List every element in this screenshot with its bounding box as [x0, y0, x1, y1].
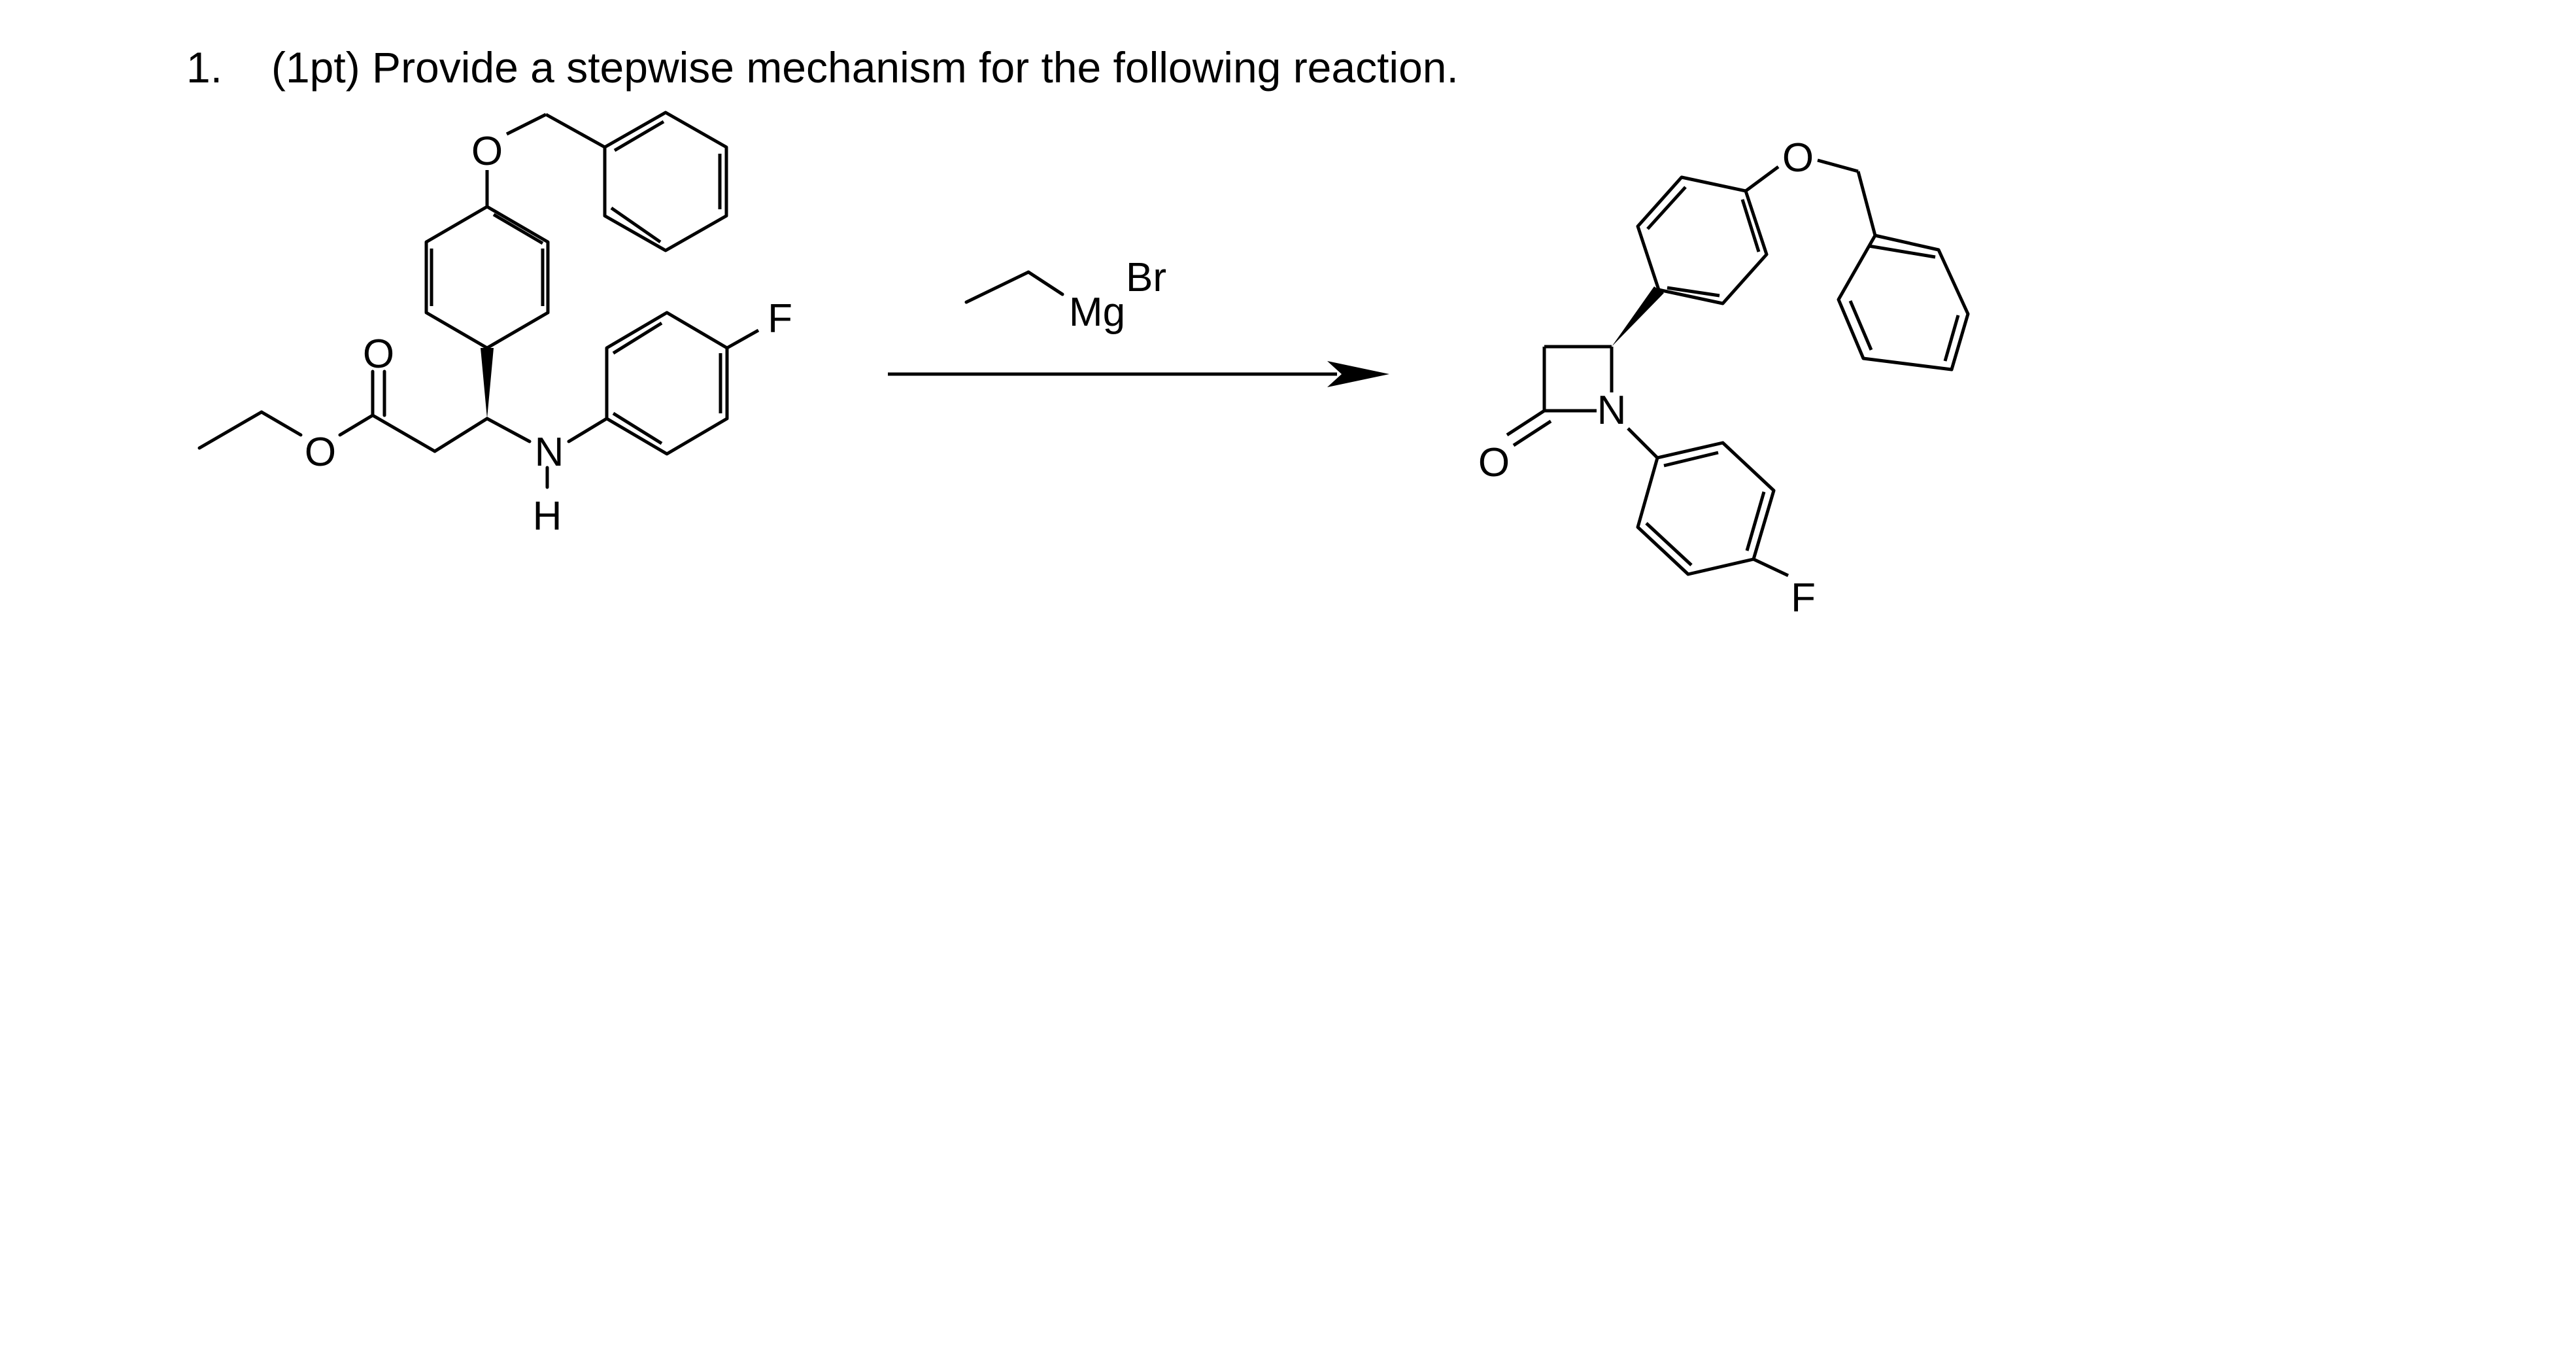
reactant-fluorine-label: F [768, 296, 792, 341]
product-nitrogen-label: N [1597, 388, 1627, 433]
reactant-benzyl-ring [603, 111, 728, 252]
reactant-structure [197, 370, 609, 489]
reactant-wedge-bond [481, 348, 494, 419]
reactant-aryl-ring [424, 112, 606, 350]
reagent-structure [964, 270, 1064, 304]
reactant-ether-oxygen-label: O [471, 129, 503, 174]
product-fluorine-label: F [1791, 576, 1816, 621]
reagent-magnesium-label: Mg [1069, 290, 1125, 335]
question-text: 1. (1pt) Provide a stepwise mechanism for… [186, 46, 1459, 89]
question-prompt: (1pt) Provide a stepwise mechanism for t… [271, 43, 1459, 92]
product-benzyl-ring [1837, 233, 1970, 371]
reactant-carbonyl-oxygen-label: O [363, 332, 394, 377]
reactant-ester-oxygen-label: O [305, 430, 336, 475]
reactant-fluorophenyl-ring [605, 311, 760, 456]
reagent-bromine-label: Br [1126, 255, 1166, 300]
product-ether-oxygen-label: O [1782, 135, 1814, 181]
product-wedge-bond [1612, 286, 1664, 347]
reactant-nitrogen-label: N [535, 430, 564, 475]
product-aryl-ring [1636, 158, 1877, 305]
reaction-arrow [888, 361, 1389, 387]
product-lactam-ring [1506, 345, 1659, 459]
product-carbonyl-oxygen-label: O [1478, 440, 1510, 485]
product-fluorophenyl-ring [1636, 441, 1789, 578]
question-number: 1. [186, 43, 223, 92]
reactant-hydrogen-label: H [533, 494, 562, 539]
